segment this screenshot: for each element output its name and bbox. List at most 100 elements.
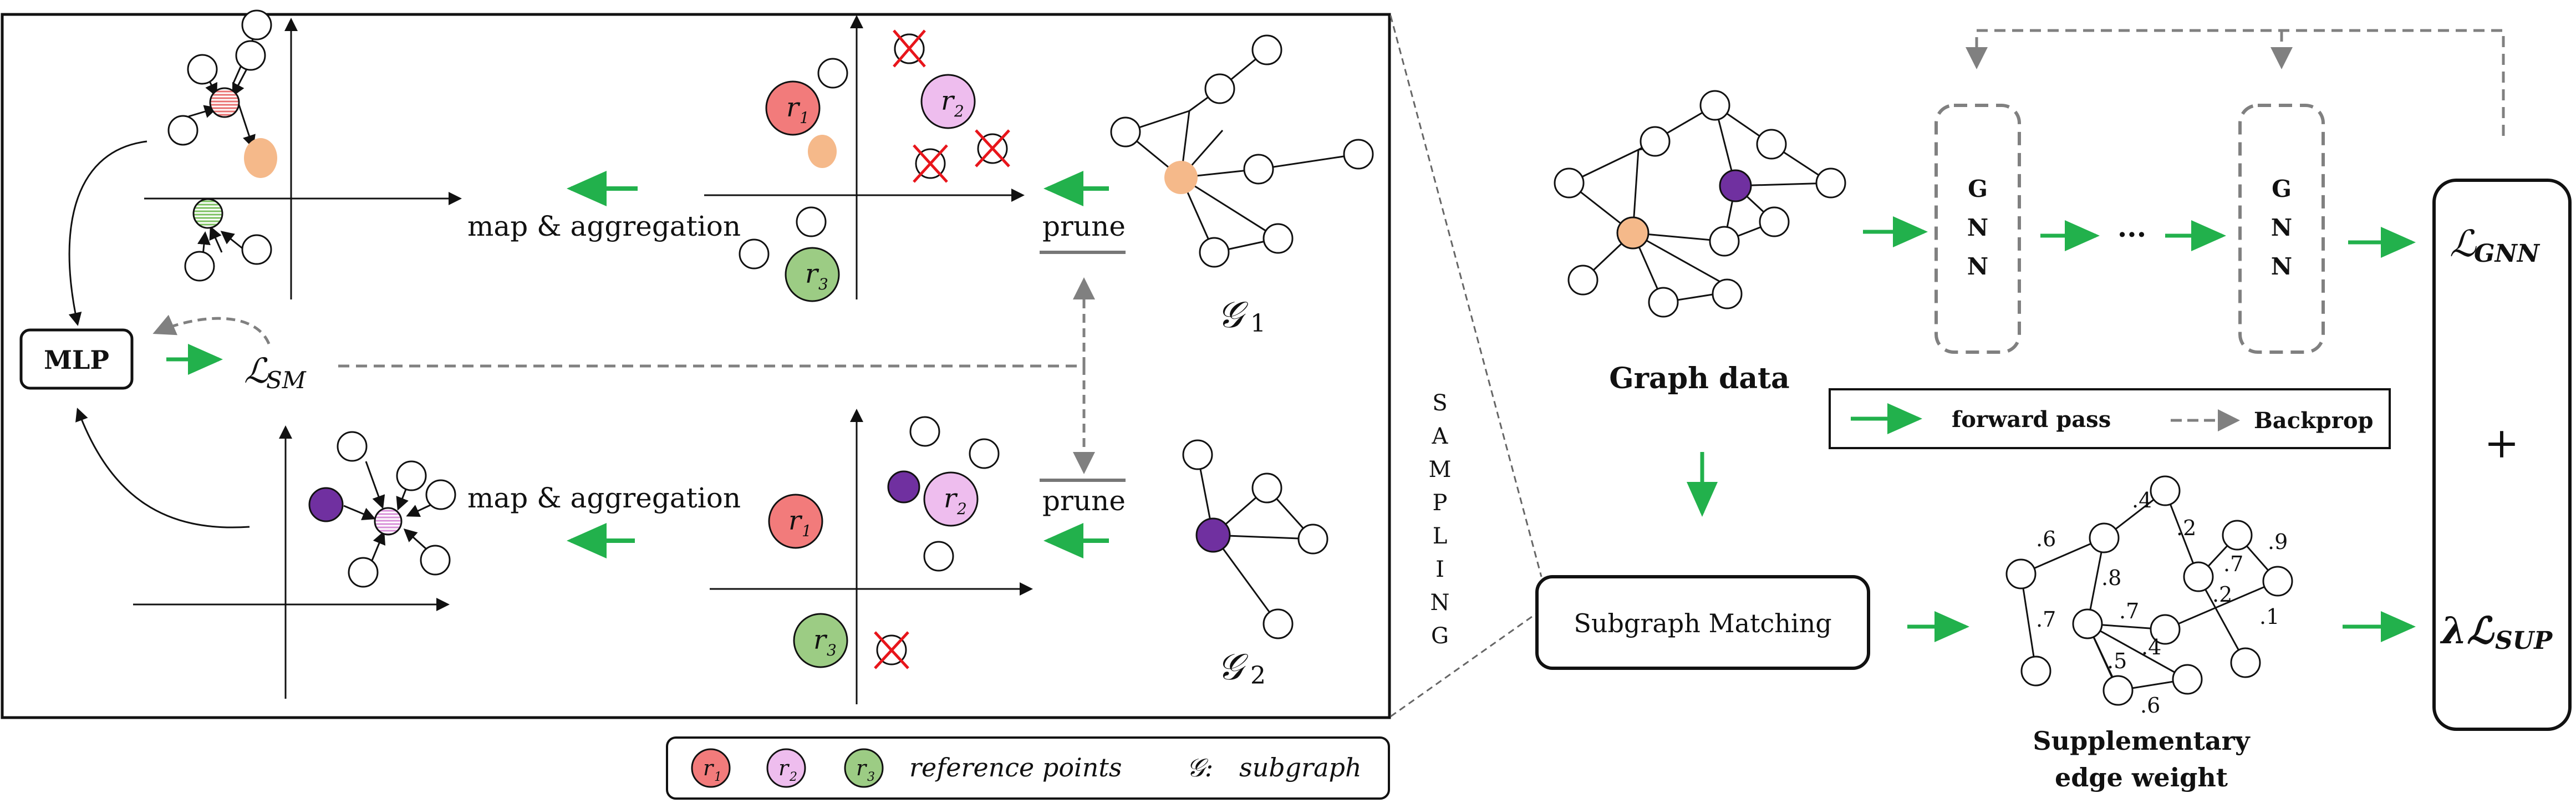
r3-sub-b: 3: [827, 641, 837, 659]
map-aggregation-top: map & aggregation: [467, 210, 741, 242]
node: [337, 431, 368, 462]
r3-label: r: [805, 258, 819, 289]
orange-node: [244, 138, 277, 178]
legend-r3-swatch: [844, 748, 884, 788]
node: [235, 40, 266, 71]
node: [739, 238, 770, 270]
svg-text:.1: .1: [2259, 604, 2279, 629]
g2-symbol: 𝒢: [1217, 646, 1249, 688]
node: [1759, 206, 1790, 237]
svg-text:.6: .6: [2140, 693, 2160, 718]
node: [1199, 237, 1230, 268]
orange-node: [1164, 161, 1198, 194]
gnn1-n2: N: [1967, 253, 1988, 280]
r2-point: [920, 74, 976, 129]
legend-r3-sub: 3: [867, 770, 875, 784]
r1-sub: 1: [800, 109, 810, 127]
node: [1204, 73, 1235, 104]
subgraph-matching-label: Subgraph Matching: [1574, 608, 1831, 638]
legend-r1-sub: 1: [714, 770, 722, 784]
legend-r2-sub: 2: [789, 770, 797, 784]
svg-text:I: I: [1435, 557, 1444, 582]
purple-node: [1719, 169, 1752, 202]
r1-point: [768, 494, 823, 549]
node: [2150, 614, 2181, 645]
orange-node: [808, 135, 837, 168]
svg-text:N: N: [1430, 590, 1450, 616]
svg-text:.4: .4: [2141, 635, 2161, 659]
node: [241, 9, 272, 40]
node: [420, 545, 451, 576]
g2-sub: 2: [1250, 662, 1266, 690]
node: [2020, 655, 2051, 687]
purple-node: [1195, 517, 1231, 553]
r2-label-b: r: [944, 483, 958, 514]
hatched-r1-node: [209, 87, 240, 118]
loss-sm: ℒ: [244, 350, 269, 391]
r2-sub: 2: [954, 102, 964, 120]
gnn2-n1: N: [2271, 214, 2292, 241]
zoom-line-top: [1389, 15, 1542, 577]
r3-point: [793, 613, 848, 668]
graph-data-label: Graph data: [1609, 362, 1790, 395]
svg-text:.5: .5: [2107, 649, 2127, 673]
node: [1182, 439, 1213, 470]
svg-text:.2: .2: [2176, 516, 2196, 540]
node: [2262, 566, 2293, 597]
zoom-line-bottom: [1390, 609, 1542, 718]
node: [796, 206, 827, 237]
r3-sub: 3: [818, 275, 828, 293]
bottom-left-embedding: [133, 425, 456, 699]
legend-backprop: Backprop: [2254, 408, 2374, 434]
pruned-crosses-top: [893, 29, 1010, 183]
purple-node: [308, 487, 344, 522]
node: [1262, 608, 1294, 639]
legend-box-right: [1829, 388, 2391, 449]
loss-gnn: ℒ: [2450, 222, 2477, 265]
node: [2005, 558, 2037, 589]
backprop-loop: [1966, 29, 2505, 136]
node: [184, 251, 215, 282]
node: [969, 438, 1000, 469]
r2-point: [923, 471, 979, 527]
node: [1648, 287, 1679, 318]
node: [1554, 167, 1585, 199]
legend-subgraph-symbol: 𝒢:: [1187, 753, 1213, 782]
svg-text:.7: .7: [2036, 607, 2056, 632]
legend-r1-swatch: [691, 748, 731, 788]
node: [2102, 675, 2134, 706]
supplementary-label-2: edge weight: [2055, 763, 2228, 792]
node: [187, 54, 218, 85]
prune-bottom: prune: [1042, 485, 1126, 517]
r3-point: [785, 247, 840, 302]
svg-text:.7: .7: [2223, 552, 2243, 576]
gnn-box-2: [2238, 104, 2325, 354]
sampling-label: S A M P L I N G: [1429, 390, 1452, 649]
node: [2072, 608, 2103, 639]
node: [348, 557, 379, 588]
subgraph-matching-box: [1535, 575, 1870, 670]
node: [2230, 647, 2261, 678]
node: [1343, 139, 1374, 170]
svg-text:L: L: [1433, 524, 1448, 549]
node: [1567, 265, 1598, 296]
legend-subgraph: subgraph: [1239, 753, 1362, 782]
node: [2089, 522, 2120, 553]
svg-text:.7: .7: [2119, 599, 2139, 623]
gnn-ellipsis: ···: [2117, 218, 2146, 251]
r2-sub-b: 2: [956, 500, 967, 518]
gnn1-g: G: [1968, 175, 1988, 202]
loss-feedback-dashed: [152, 314, 271, 344]
subgraph-g2: [1182, 439, 1328, 639]
svg-text:.6: .6: [2036, 527, 2056, 551]
svg-text:.9: .9: [2268, 530, 2288, 554]
svg-text:G: G: [1431, 623, 1449, 649]
loss-sup-sub: SUP: [2495, 627, 2553, 655]
top-mid-embedding: [704, 15, 1025, 302]
node: [167, 115, 198, 146]
legend-r2-swatch: [766, 748, 806, 788]
node: [1756, 129, 1787, 160]
r1-point: [765, 80, 821, 136]
edge-weight-labels: .4 .6 .2 .9 .7 .8 .7 .2 .1 .7 .4 .5 .6: [2036, 488, 2288, 718]
